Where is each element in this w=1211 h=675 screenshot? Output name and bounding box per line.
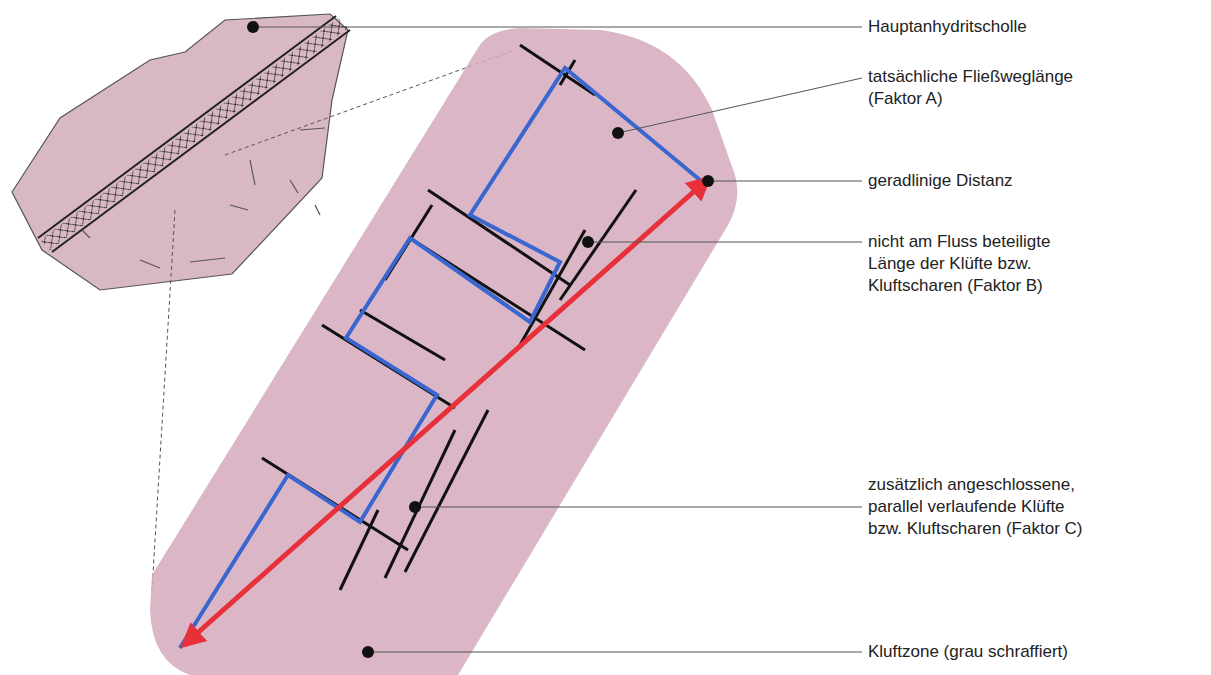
small-fractures <box>82 128 325 268</box>
leader-lines <box>253 27 862 652</box>
straight-distance-arrow <box>184 179 708 645</box>
callout-label: Kluftzone (grau schraffiert) <box>866 641 1200 663</box>
callout-label: geradlinige Distanz <box>866 170 1200 192</box>
fracture-zone <box>150 28 737 675</box>
flow-path <box>180 68 700 648</box>
callout-label: tatsächliche Fließweglänge (Faktor A) <box>866 66 1110 110</box>
joints <box>262 45 636 590</box>
fracture-band <box>38 16 350 252</box>
anhydrite-block <box>12 14 348 290</box>
callout-label: nicht am Fluss beteiligte Länge der Klüf… <box>866 231 1085 297</box>
callout-label: Hauptanhydritscholle <box>866 16 1200 38</box>
leader-dots <box>247 21 714 658</box>
callout-label: zusätzlich angeschlossene, parallel verl… <box>866 474 1095 540</box>
